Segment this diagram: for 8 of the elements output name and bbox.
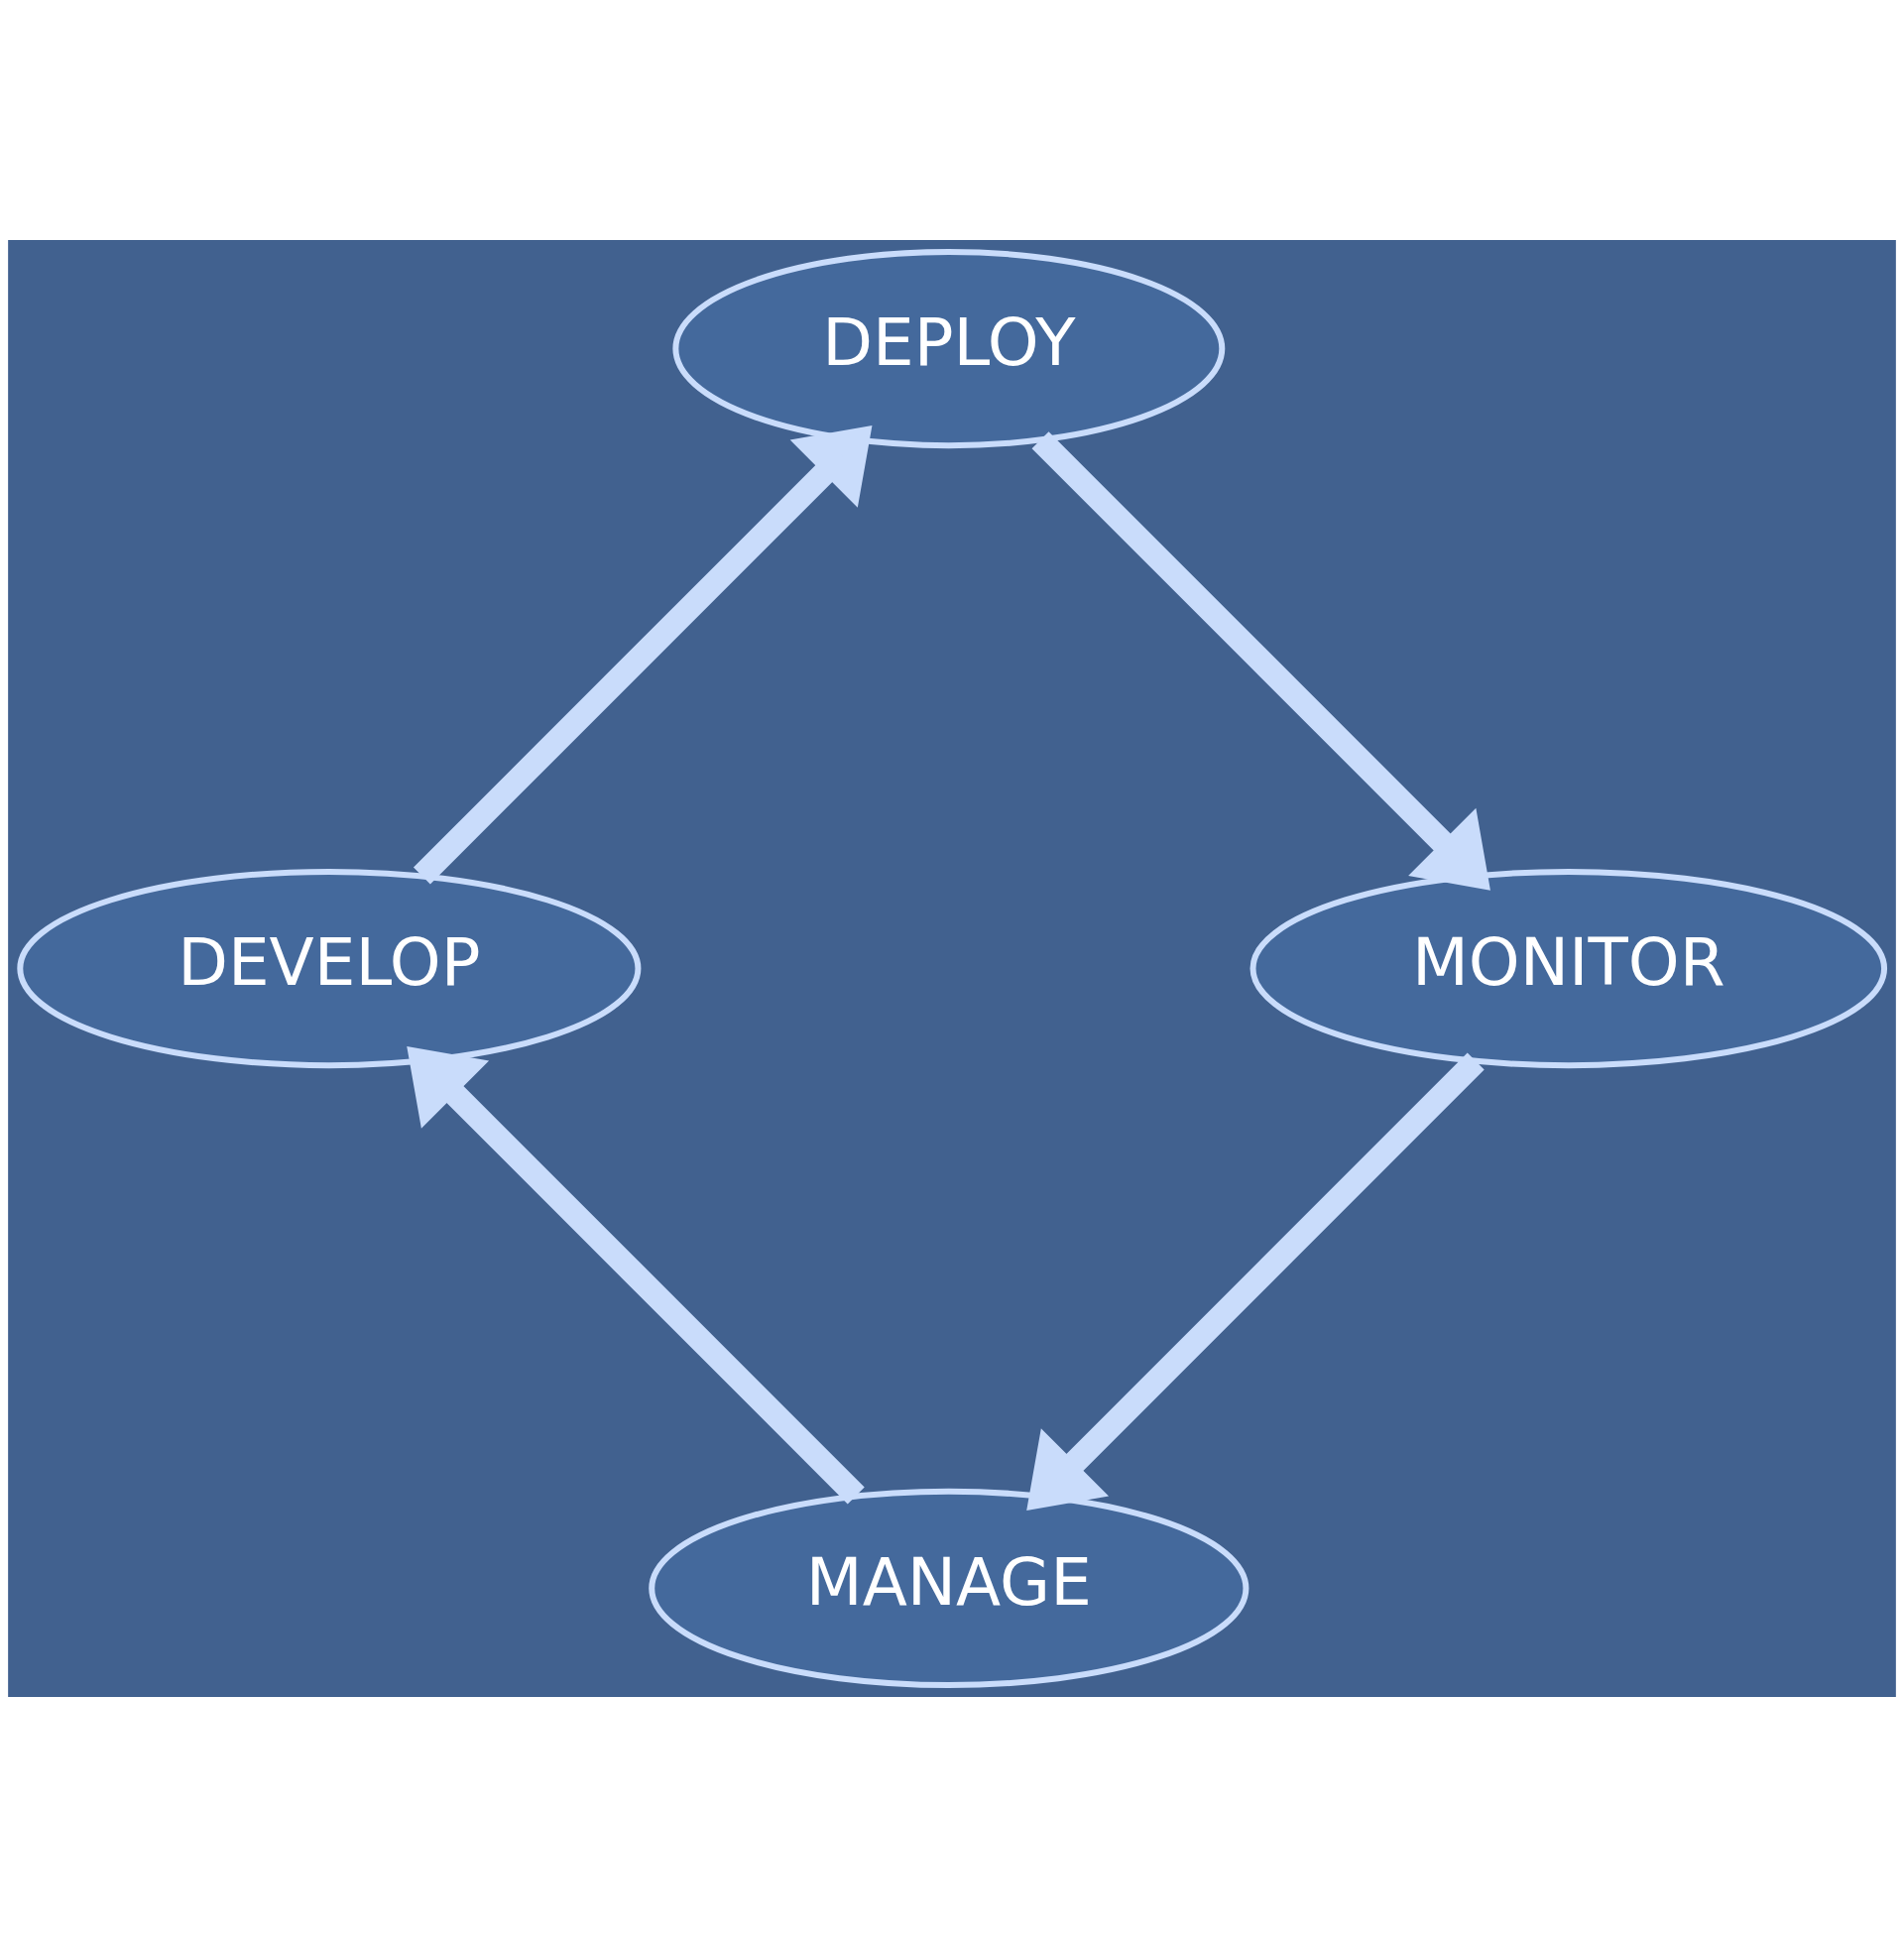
node-ellipse: DEVELOP xyxy=(17,868,642,1069)
arrow xyxy=(1031,431,1490,891)
node-ellipse: DEPLOY xyxy=(672,248,1226,449)
arrow xyxy=(1026,1052,1485,1512)
node-ellipse: MONITOR xyxy=(1250,868,1888,1069)
arrow xyxy=(407,1045,865,1505)
arrow xyxy=(413,424,873,885)
node-ellipse: MANAGE xyxy=(649,1488,1250,1689)
